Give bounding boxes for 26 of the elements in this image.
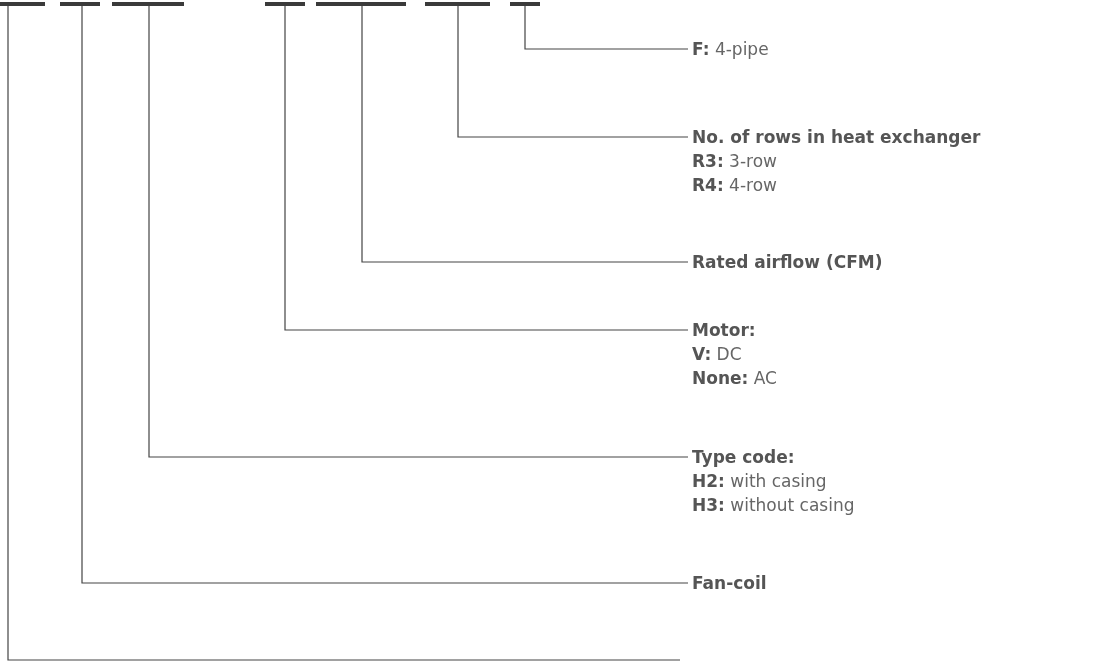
code-underline: [265, 2, 305, 6]
code-option: F: 4-pipe: [692, 37, 769, 61]
leader-line: [457, 5, 689, 138]
code-heading: No. of rows in heat exchanger: [692, 126, 981, 149]
code-option: H2: with casing: [692, 469, 827, 493]
leader-line: [361, 5, 689, 263]
code-option: R3: 3-row: [692, 149, 777, 173]
code-option: None: AC: [692, 366, 777, 390]
code-option: R4: 4-row: [692, 173, 777, 197]
code-option: H3: without casing: [692, 493, 855, 517]
code-heading: Motor:: [692, 319, 756, 342]
code-underline: [316, 2, 406, 6]
leader-line: [148, 5, 689, 458]
leader-line: [7, 5, 681, 661]
leader-line: [284, 5, 689, 331]
leader-line: [81, 5, 689, 584]
code-heading: Fan-coil: [692, 572, 767, 595]
code-underline: [112, 2, 184, 6]
code-underline: [510, 2, 540, 6]
code-heading: Rated airflow (CFM): [692, 251, 883, 274]
code-option: V: DC: [692, 342, 742, 366]
code-underline: [60, 2, 100, 6]
leader-line: [524, 5, 689, 50]
code-heading: Type code:: [692, 446, 795, 469]
code-underline: [0, 2, 45, 6]
code-underline: [425, 2, 490, 6]
